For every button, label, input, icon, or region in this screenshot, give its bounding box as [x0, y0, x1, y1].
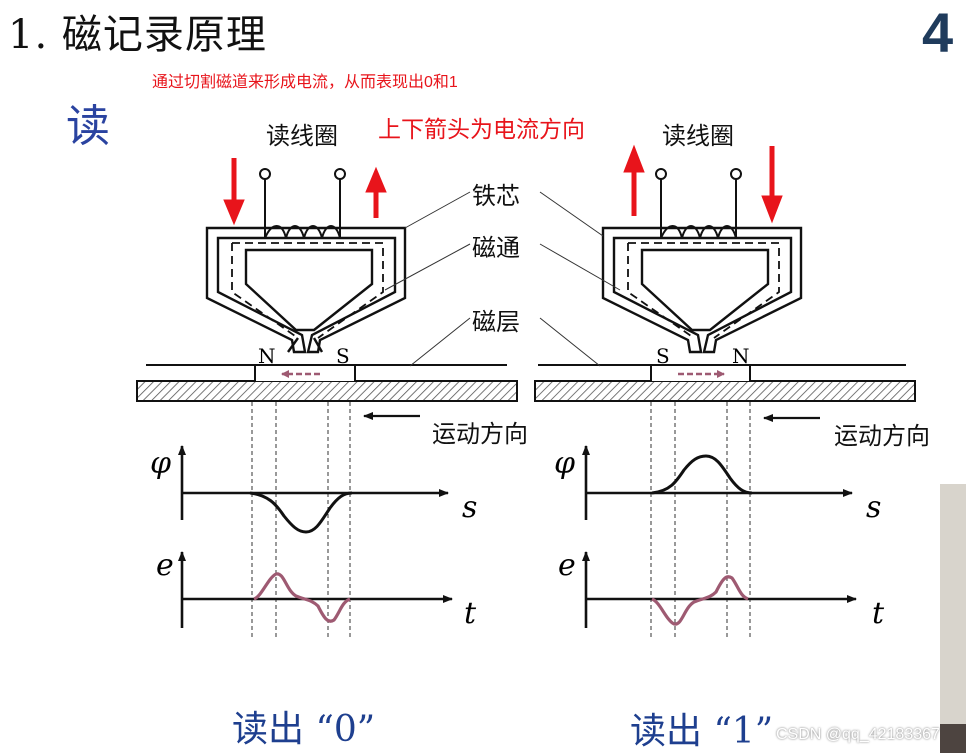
flux-label: 磁通 — [472, 234, 520, 262]
right-phi-curve — [651, 454, 753, 495]
left-core-inner — [244, 248, 374, 332]
pole-n-right: N — [732, 344, 750, 368]
right-core-inner — [640, 248, 770, 332]
left-phi-curve — [249, 491, 353, 534]
caption-read-one: 读出 “1” — [630, 711, 774, 752]
right-coil — [660, 178, 737, 239]
coil-label-left: 读线圈 — [266, 122, 338, 150]
right-core-outer — [601, 226, 803, 354]
pole-s-left: S — [336, 344, 350, 368]
t-axis-label-left: t — [464, 596, 477, 631]
e-axis-label-left: e — [156, 548, 174, 583]
right-read-head — [601, 168, 803, 354]
left-up-arrow — [365, 166, 387, 218]
left-coil-terminal-b — [334, 168, 346, 180]
phi-axis-label-left: φ — [150, 446, 172, 481]
left-gap — [287, 337, 324, 353]
s-axis-label-right: s — [866, 490, 882, 525]
right-up-arrow — [623, 144, 645, 216]
right-coil-terminal-b — [730, 168, 742, 180]
slide-title: 1. 磁记录原理 — [8, 12, 267, 58]
left-coil — [264, 178, 341, 239]
motion-label-left: 运动方向 — [432, 420, 528, 448]
read-heading: 读 — [66, 101, 110, 152]
right-down-arrow — [761, 146, 783, 224]
t-axis-label-right: t — [872, 596, 885, 631]
pole-n-left: N — [258, 344, 276, 368]
motion-label-right: 运动方向 — [834, 422, 930, 450]
leader-lines — [384, 191, 621, 367]
core-label: 铁芯 — [472, 182, 520, 210]
left-e-graph — [178, 551, 453, 628]
left-phi-graph — [178, 445, 449, 534]
left-down-arrow — [223, 158, 245, 226]
left-core-outer — [205, 226, 407, 354]
watermark: CSDN @qq_42183367 — [776, 726, 940, 743]
right-phi-graph — [582, 445, 853, 520]
annotation-top: 通过切割磁道来形成电流，从而表现出0和1 — [152, 74, 458, 91]
s-axis-label-left: s — [462, 490, 478, 525]
right-e-curve — [651, 575, 749, 626]
right-e-graph — [582, 551, 857, 628]
annotation-arrow-meaning: 上下箭头为电流方向 — [378, 116, 585, 142]
left-substrate — [136, 380, 518, 402]
pole-s-right: S — [656, 344, 670, 368]
right-coil-terminal-a — [655, 168, 667, 180]
slide-number: 4 — [922, 1, 954, 64]
right-substrate — [534, 380, 916, 402]
left-coil-terminal-a — [259, 168, 271, 180]
current-arrows — [223, 144, 783, 226]
left-flux-path — [231, 242, 384, 339]
magnetic-medium — [136, 364, 916, 402]
layer-label: 磁层 — [472, 308, 520, 336]
e-axis-label-right: e — [558, 548, 576, 583]
video-overlay-thumbnail — [940, 484, 966, 753]
coil-label-right: 读线圈 — [662, 122, 734, 150]
caption-read-zero: 读出 “0” — [232, 709, 376, 750]
left-e-curve — [253, 572, 351, 623]
guide-lines — [251, 402, 751, 640]
right-flux-path — [627, 242, 780, 339]
phi-axis-label-right: φ — [554, 446, 576, 481]
left-read-head — [205, 168, 407, 354]
